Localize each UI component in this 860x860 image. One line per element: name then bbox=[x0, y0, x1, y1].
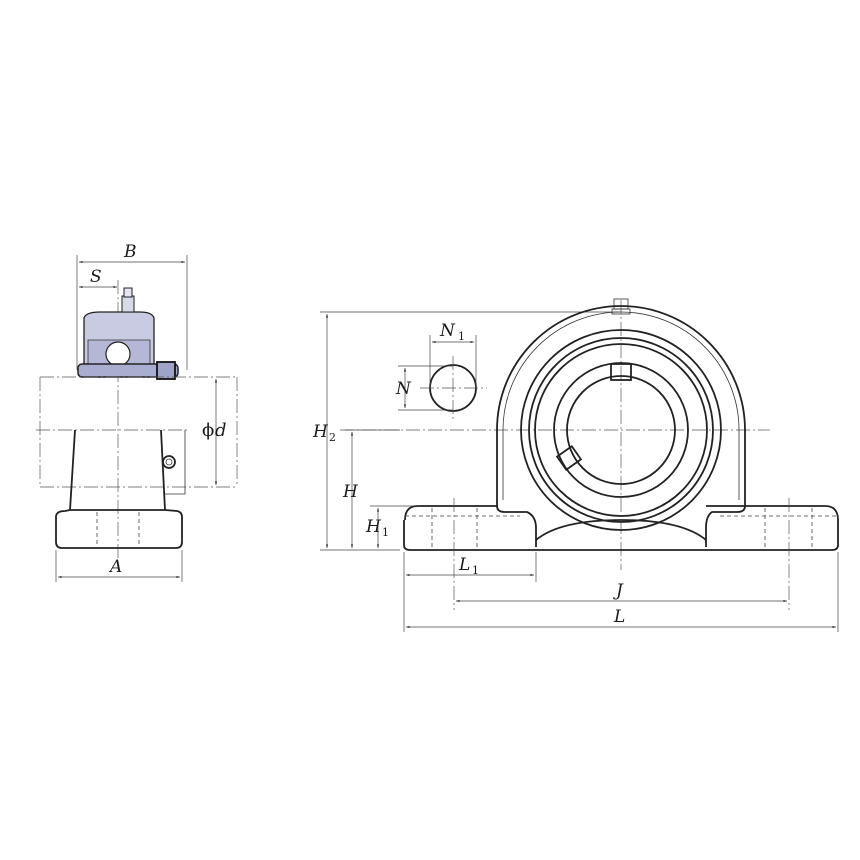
side-view: B S ϕ d bbox=[36, 242, 238, 582]
label-L: L bbox=[613, 607, 625, 627]
label-H1: H bbox=[365, 517, 382, 537]
label-H: H bbox=[342, 482, 359, 502]
label-J: J bbox=[613, 581, 624, 601]
label-B: B bbox=[123, 242, 137, 262]
label-H1-subscript: 1 bbox=[382, 526, 389, 539]
label-H2-subscript: 2 bbox=[329, 431, 336, 444]
label-L1: L bbox=[458, 555, 470, 575]
label-S: S bbox=[90, 267, 102, 287]
label-A: A bbox=[108, 557, 122, 577]
label-N1-subscript: 1 bbox=[458, 330, 465, 343]
housing bbox=[403, 298, 839, 610]
label-L1-subscript: 1 bbox=[472, 564, 479, 577]
front-view: N 1 N H 2 H H 1 bbox=[312, 298, 839, 632]
label-N1: N bbox=[439, 321, 456, 341]
bearing-section bbox=[77, 287, 179, 380]
label-d: d bbox=[215, 420, 227, 441]
label-phi: ϕ bbox=[202, 420, 214, 441]
label-H2: H bbox=[312, 422, 329, 442]
label-N: N bbox=[395, 379, 412, 399]
